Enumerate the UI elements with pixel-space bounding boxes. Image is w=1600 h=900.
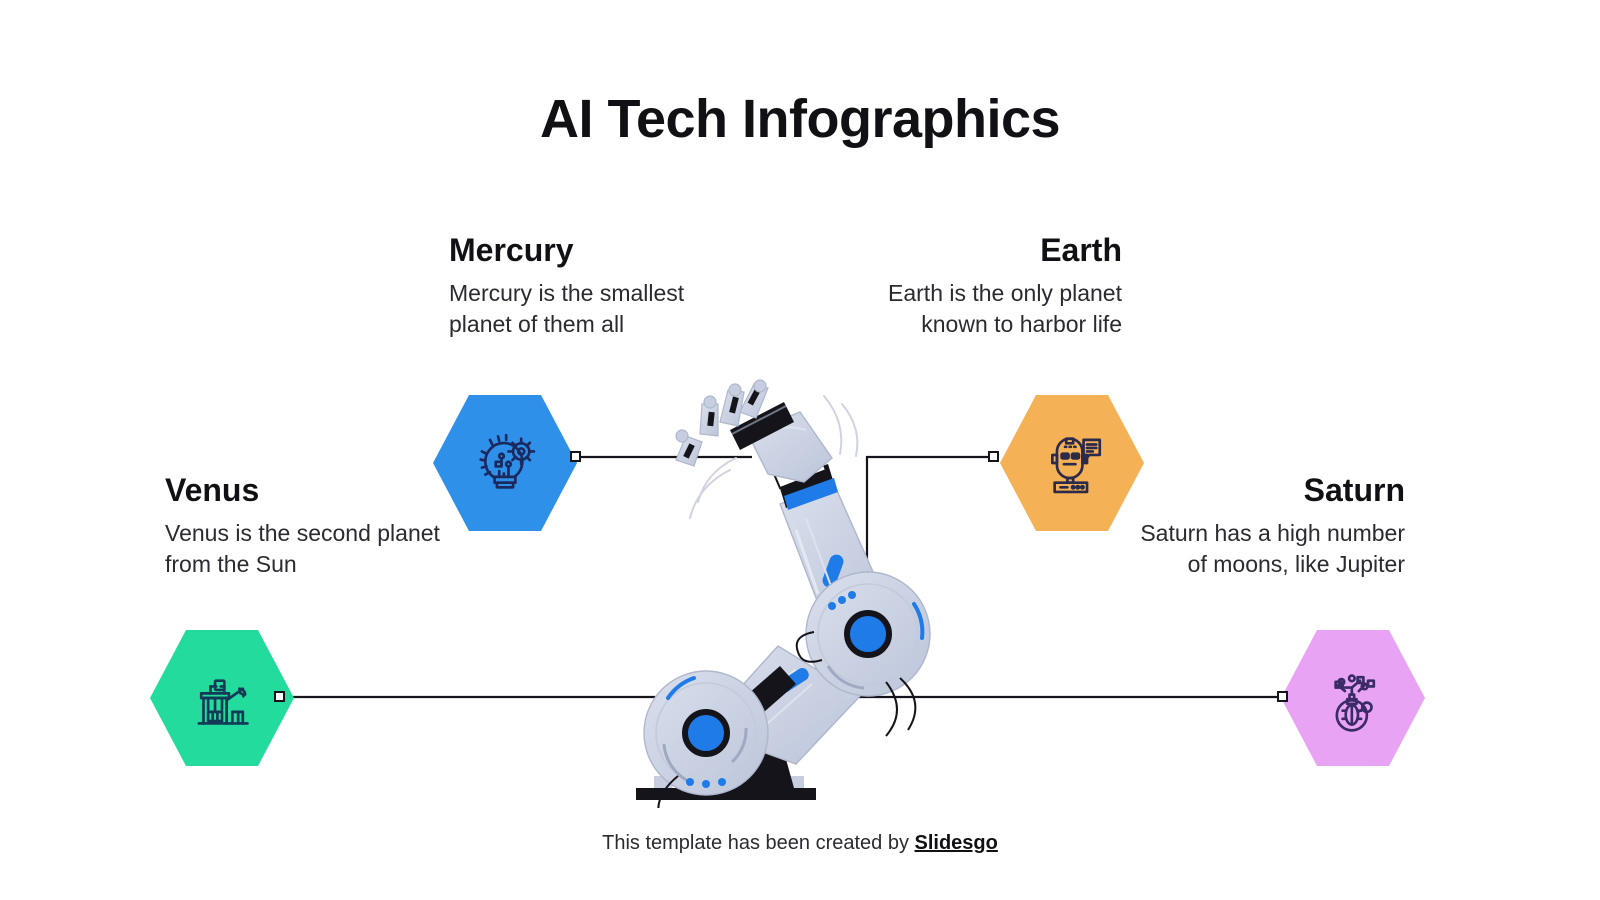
connector-node-earth[interactable] bbox=[988, 451, 999, 462]
body-saturn: Saturn has a high number of moons, like … bbox=[1140, 519, 1405, 578]
body-earth: Earth is the only planet known to harbor… bbox=[888, 279, 1122, 338]
hexagon-icon-venus[interactable] bbox=[150, 630, 294, 766]
hexagon-icon-saturn[interactable] bbox=[1281, 630, 1425, 766]
connector-node-saturn[interactable] bbox=[1277, 691, 1288, 702]
robot-chat-icon bbox=[1051, 437, 1102, 494]
heading-mercury: Mercury bbox=[449, 232, 574, 268]
body-mercury: Mercury is the smallest planet of them a… bbox=[449, 279, 685, 338]
text-block-mercury: Mercury Mercury is the smallest planet o… bbox=[449, 232, 749, 341]
robot-arm-illustration bbox=[636, 379, 931, 808]
footer-text: This template has been created by bbox=[602, 832, 915, 854]
text-block-earth: Earth Earth is the only planet known to … bbox=[860, 232, 1122, 341]
smart-home-icon bbox=[197, 679, 249, 725]
connector-venus bbox=[280, 695, 673, 793]
slidesgo-link[interactable]: Slidesgo bbox=[914, 832, 998, 854]
text-block-venus: Venus Venus is the second planet from th… bbox=[165, 472, 465, 581]
robot-joint-elbow-center bbox=[844, 610, 892, 658]
body-venus: Venus is the second planet from the Sun bbox=[165, 519, 440, 578]
connector-node-mercury[interactable] bbox=[570, 451, 581, 462]
heading-saturn: Saturn bbox=[1303, 472, 1405, 508]
text-block-saturn: Saturn Saturn has a high number of moons… bbox=[1120, 472, 1405, 581]
connector-node-venus[interactable] bbox=[274, 691, 285, 702]
robot-fingers bbox=[675, 379, 769, 467]
heading-earth: Earth bbox=[1040, 232, 1122, 268]
page-title: AI Tech Infographics bbox=[539, 89, 1061, 149]
robot-base-platform bbox=[636, 788, 816, 800]
ai-brain-circuit-icon bbox=[1334, 674, 1376, 732]
robot-joint-base-center bbox=[682, 709, 730, 757]
heading-venus: Venus bbox=[165, 472, 260, 508]
lightbulb-gear-icon bbox=[479, 433, 536, 489]
footer-credit: This template has been created by Slides… bbox=[0, 832, 1600, 855]
